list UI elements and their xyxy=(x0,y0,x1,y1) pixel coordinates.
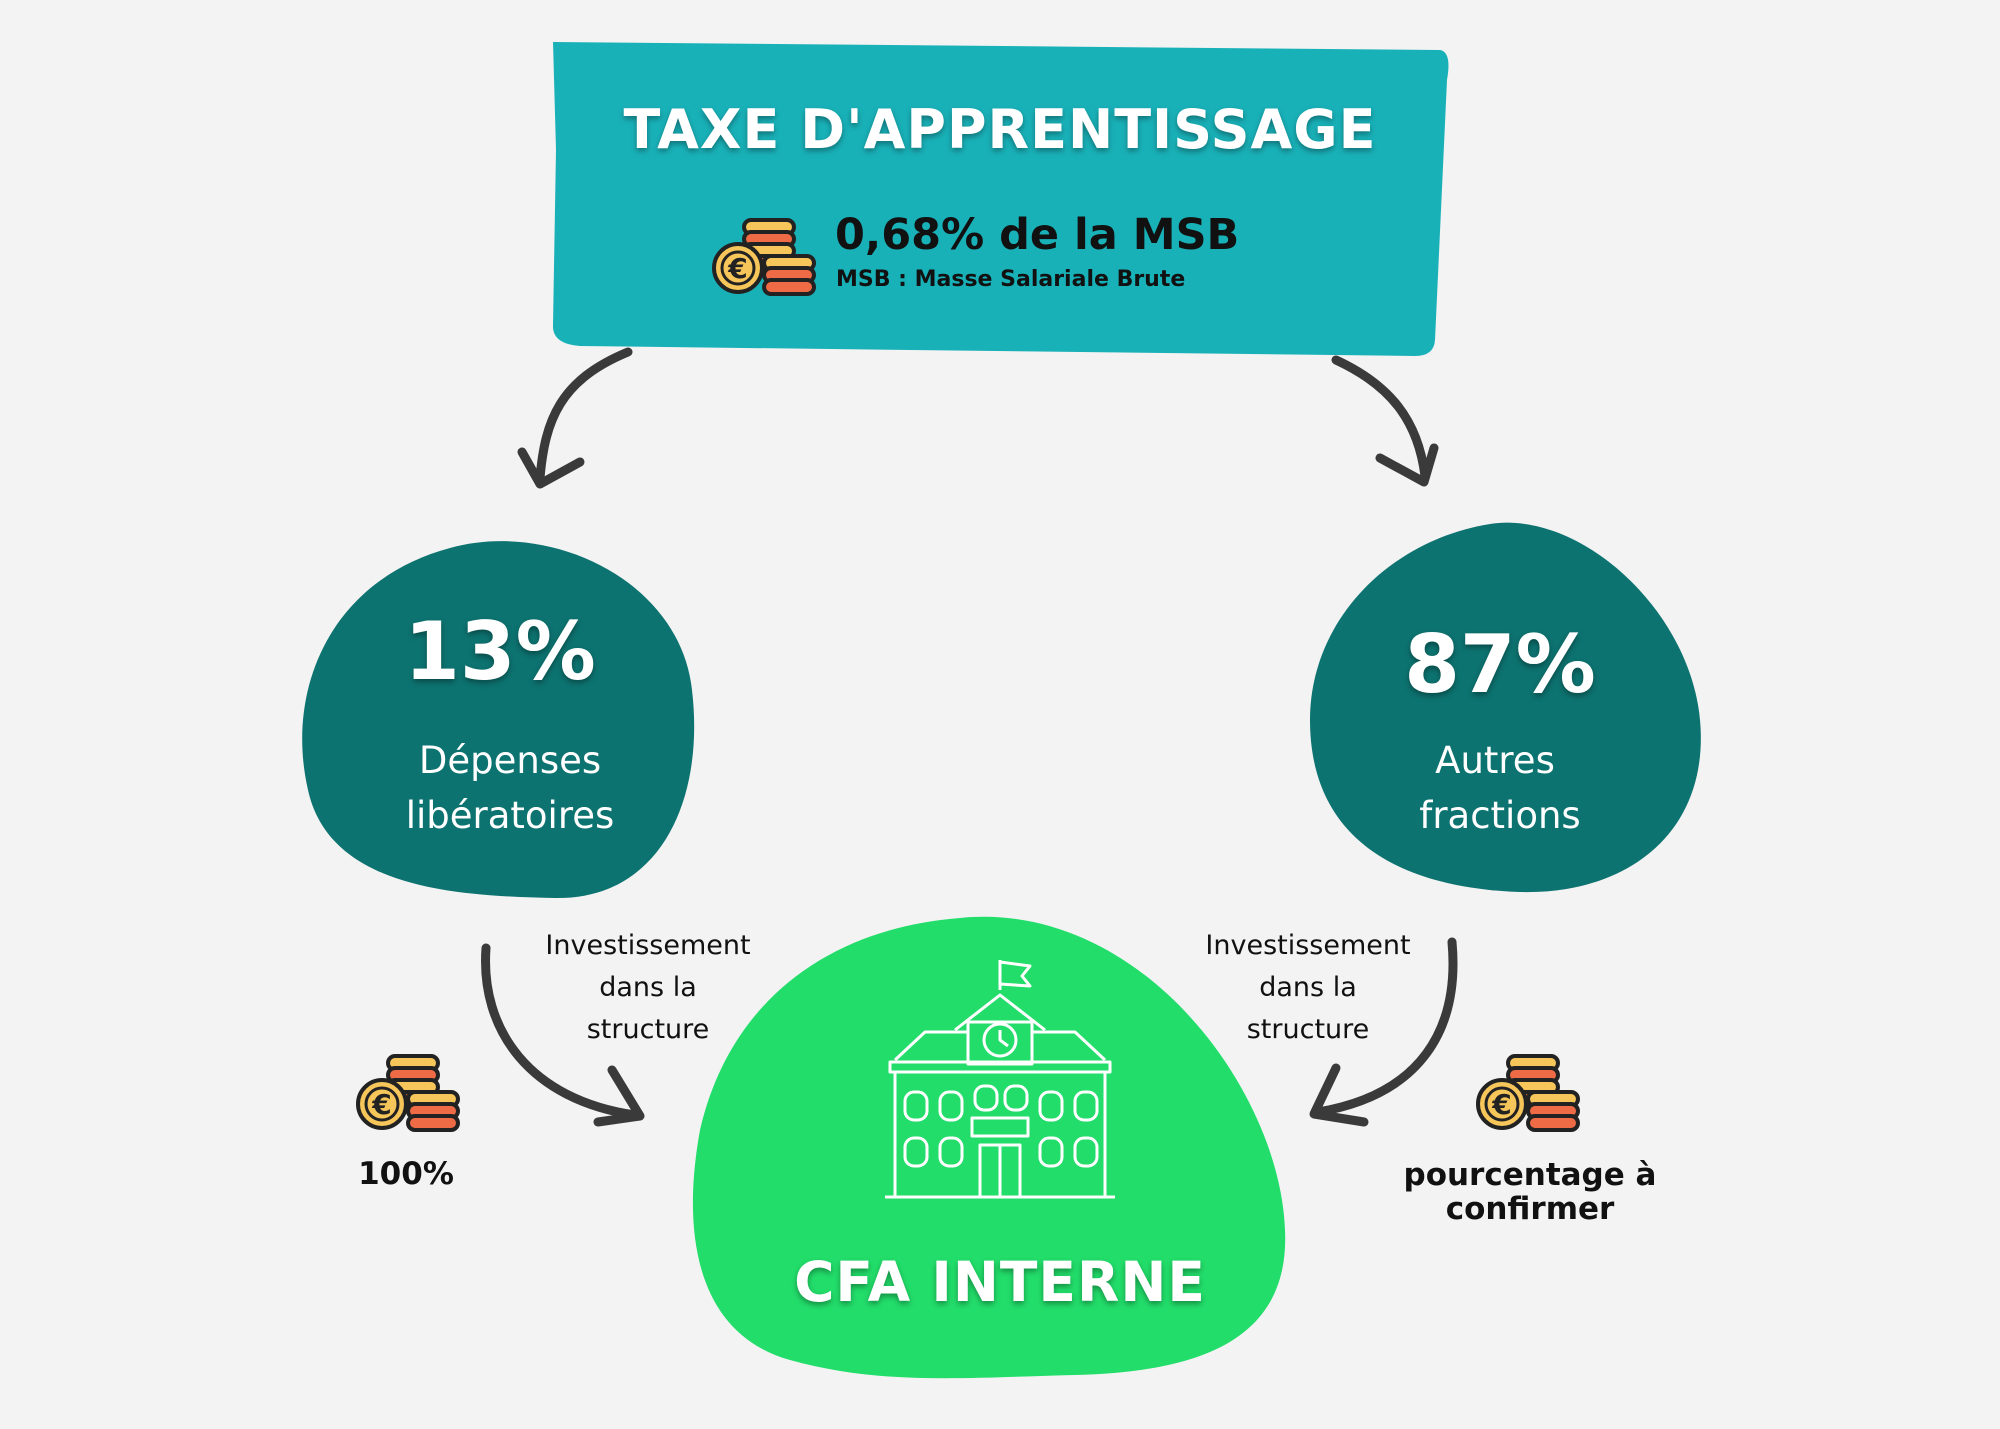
left-note-line3: structure xyxy=(586,1014,710,1045)
right-label-line2: fractions xyxy=(1419,794,1581,837)
right-percent: 87% xyxy=(1404,618,1596,711)
cfa-label: CFA INTERNE xyxy=(794,1250,1206,1314)
right-note-line3: structure xyxy=(1246,1014,1370,1045)
page-title: TAXE D'APPRENTISSAGE xyxy=(623,98,1377,161)
left-percent: 13% xyxy=(404,605,596,698)
arrow-to-left-blob xyxy=(535,347,633,483)
right-share-line1: pourcentage à xyxy=(1403,1157,1657,1193)
rate-note: MSB : Masse Salariale Brute xyxy=(836,267,1186,292)
rate-value: 0,68% de la MSB xyxy=(835,210,1240,260)
arrow-left-to-cfa xyxy=(481,943,640,1120)
left-share: 100% xyxy=(358,1156,454,1192)
left-label-line1: Dépenses xyxy=(418,739,602,782)
right-note-line2: dans la xyxy=(1259,972,1357,1003)
school-building-icon xyxy=(885,960,1115,1199)
arrow-to-right-blob xyxy=(1331,355,1430,481)
coins-euro-icon xyxy=(1476,1054,1580,1132)
right-share-line2: confirmer xyxy=(1445,1191,1615,1227)
left-note-line2: dans la xyxy=(599,972,697,1003)
right-blob xyxy=(1310,522,1701,893)
right-note-line1: Investissement xyxy=(1205,930,1411,961)
cfa-blob xyxy=(692,916,1286,1379)
header-banner xyxy=(552,42,1449,356)
left-blob xyxy=(302,541,695,899)
left-note-line1: Investissement xyxy=(545,930,751,961)
arrow-right-to-cfa xyxy=(1313,937,1458,1117)
right-label-line1: Autres xyxy=(1435,739,1555,782)
left-label-line2: libératoires xyxy=(405,794,615,837)
coins-euro-icon xyxy=(356,1054,460,1132)
